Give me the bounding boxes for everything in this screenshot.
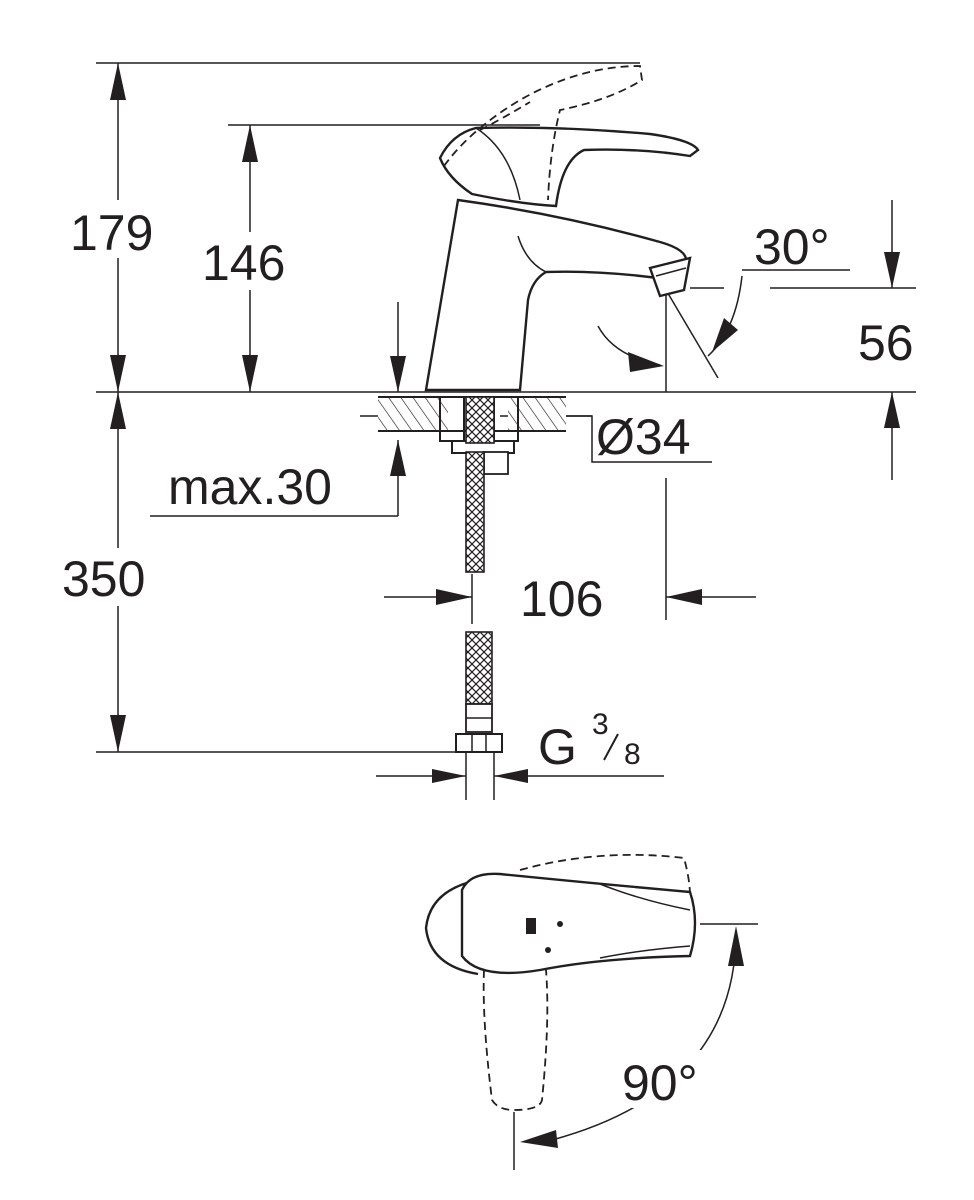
dim-30-degree-label: 30° [754,219,830,275]
dim-max-30-label: max.30 [168,459,332,515]
thread-numerator-label: 3 [592,708,609,741]
dim-56-label: 56 [858,315,914,371]
dim-179-label: 179 [70,205,153,261]
lever-top-view [424,853,758,1170]
thread-g-label: G [538,719,577,775]
supply-hoses [455,396,509,753]
dim-106-label: 106 [520,571,603,627]
dim-146-label: 146 [202,235,285,291]
dim-diameter-34-label: Ø34 [596,409,691,465]
faucet-side-view [424,65,700,392]
dim-90-degree-label: 90° [622,1055,698,1111]
dim-350-label: 350 [62,551,145,607]
dimension-labels: 179 146 56 30° Ø34 max.30 350 106 G 3 8 … [60,200,914,1111]
thread-denominator-label: 8 [624,738,641,771]
